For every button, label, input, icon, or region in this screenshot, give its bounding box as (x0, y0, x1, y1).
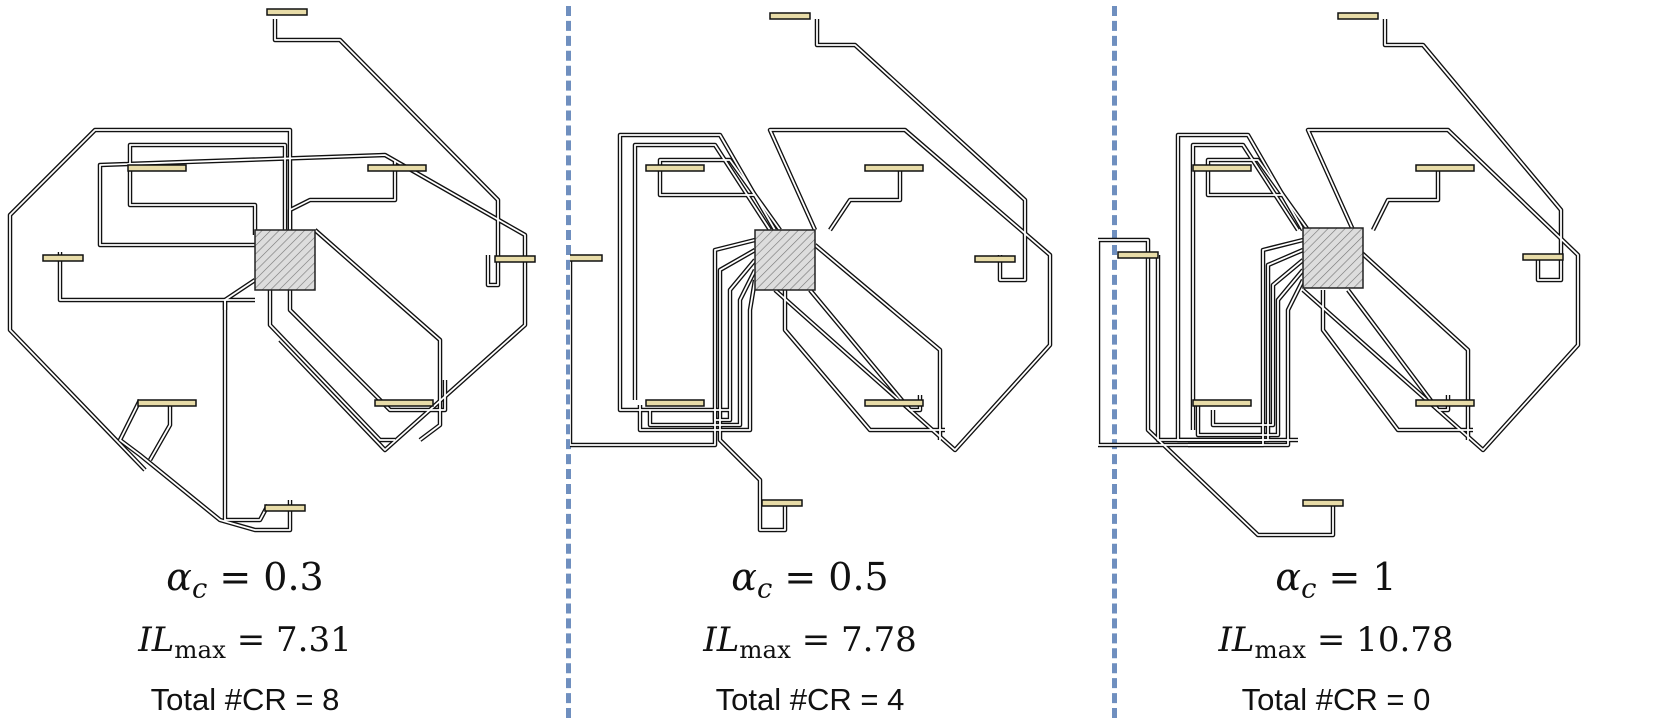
routing-layout-1 (7, 8, 536, 533)
il-value: = 7.78 (801, 620, 917, 660)
chip-core (254, 229, 316, 291)
divider-2 (1112, 6, 1117, 718)
alpha-symbol: α (731, 555, 757, 599)
alpha-symbol: α (1275, 555, 1302, 599)
crossings-caption-2: Total #CR = 4 (715, 682, 905, 717)
alpha-value: = 1 (1328, 555, 1397, 599)
alpha-value: = 0.3 (219, 555, 324, 599)
divider-1 (566, 6, 571, 718)
io-pads (42, 8, 536, 512)
il-value: = 10.78 (1316, 620, 1454, 660)
alpha-subscript: c (191, 573, 208, 605)
routing-layout-2 (570, 12, 1053, 533)
crossings-caption-3: Total #CR = 0 (1241, 682, 1431, 717)
alpha-caption-3: αc = 1 (1086, 555, 1586, 605)
il-caption-2: ILmax = 7.78 (560, 620, 1060, 664)
routing-layout-3 (1098, 12, 1581, 538)
alpha-caption-1: αc = 0.3 (0, 555, 495, 605)
alpha-symbol: α (166, 555, 192, 599)
alpha-subscript: c (1301, 573, 1317, 605)
alpha-subscript: c (756, 573, 773, 605)
il-subscript: max (1254, 634, 1307, 664)
il-caption-1: ILmax = 7.31 (0, 620, 495, 664)
alpha-value: = 0.5 (784, 555, 889, 599)
il-symbol: IL (1218, 620, 1255, 660)
il-caption-3: ILmax = 10.78 (1086, 620, 1586, 664)
alpha-caption-2: αc = 0.5 (560, 555, 1060, 605)
il-subscript: max (739, 634, 791, 664)
il-symbol: IL (138, 620, 175, 660)
il-value: = 7.31 (236, 620, 352, 660)
crossings-caption-1: Total #CR = 8 (150, 682, 340, 717)
il-subscript: max (174, 634, 226, 664)
il-symbol: IL (703, 620, 740, 660)
